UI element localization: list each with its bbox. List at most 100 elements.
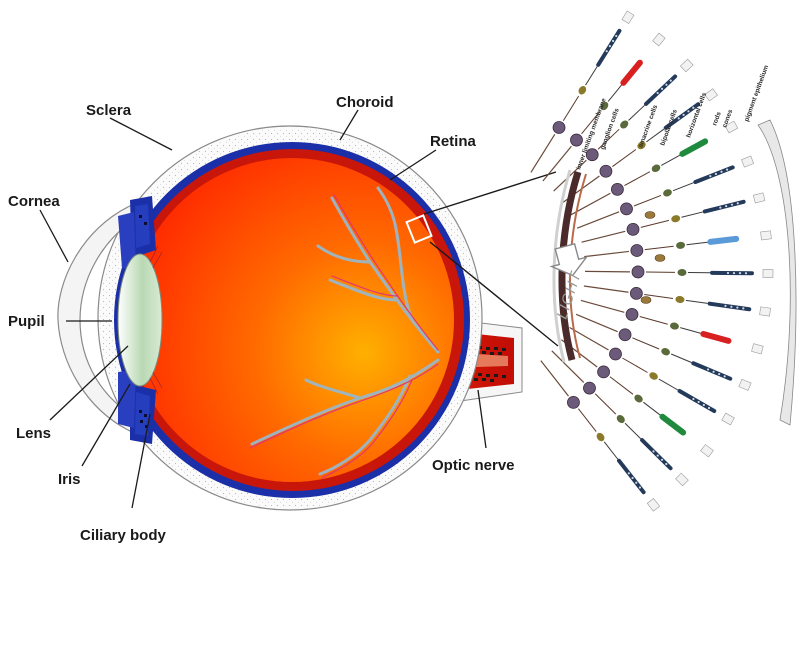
bipolar-cell	[661, 348, 670, 356]
bipolar-cell	[578, 85, 587, 95]
synapse-line	[612, 149, 637, 167]
rod-disc	[707, 406, 711, 410]
rod-disc	[656, 91, 659, 95]
synapse-line	[577, 408, 597, 432]
synapse-line	[644, 293, 674, 300]
retina-detail-marker	[405, 214, 433, 244]
nerve-fiber	[581, 230, 626, 243]
amacrine-cell	[640, 296, 652, 304]
rod-disc	[660, 458, 664, 461]
nerve-fiber	[575, 313, 618, 333]
rod-disc	[702, 403, 705, 407]
receptor-axon	[646, 128, 665, 143]
retina-detail: LIGHT inner limiting membrane ganglion c…	[530, 10, 797, 512]
receptor-axon	[670, 353, 692, 363]
bipolar-cell	[596, 432, 605, 442]
layer-label-amacrine-cells: amacrine cells	[637, 104, 659, 149]
receptor-axon	[680, 327, 702, 334]
synapse-line	[609, 376, 634, 395]
ganglion-cell	[618, 328, 632, 342]
pigment-epithelium-cell	[721, 412, 735, 426]
ganglion-cell	[570, 133, 583, 147]
pigment-epithelium-cell	[752, 192, 766, 204]
nerve-fiber	[583, 285, 629, 293]
pigment-epithelium-cell	[652, 32, 666, 47]
nerve-fiber	[551, 350, 585, 383]
rod-disc	[712, 370, 715, 373]
layer-label-rods: rods	[711, 111, 723, 127]
receptor-axon	[681, 211, 703, 218]
ganglion-cell	[567, 395, 580, 409]
rod-disc	[677, 117, 680, 120]
layer-label-horizontal-cells: horizontal cells	[685, 91, 708, 138]
rod-disc	[730, 203, 734, 206]
ganglion-cell	[620, 202, 633, 216]
rod-disc	[742, 307, 745, 310]
rod-disc	[720, 170, 723, 173]
light-label: LIGHT	[554, 268, 586, 321]
nerve-fiber	[576, 211, 620, 229]
rod-disc	[719, 206, 722, 209]
ganglion-cell	[631, 265, 645, 279]
vitreous-body	[130, 158, 454, 482]
bipolar-cell	[620, 120, 629, 129]
rod-disc	[608, 45, 611, 48]
synapse-line	[640, 219, 670, 228]
receptor-axon	[628, 104, 645, 121]
nerve-fiber	[542, 145, 572, 182]
pigment-epithelium-cell	[679, 58, 694, 73]
label-sclera: Sclera	[86, 102, 132, 119]
rod-disc	[652, 450, 655, 453]
ganglion-cell	[609, 347, 622, 361]
pigment-epithelium-cell	[759, 306, 771, 317]
ganglion-cell	[597, 365, 610, 379]
synapse-line	[639, 316, 668, 325]
nerve-fiber	[580, 299, 625, 313]
pigment-epithelium-cell	[760, 230, 772, 241]
synapse-line	[562, 95, 580, 122]
eyeball	[57, 125, 523, 511]
ganglion-cell	[611, 183, 624, 196]
receptor-axon	[624, 422, 642, 440]
receptor-axon	[603, 441, 619, 460]
receptor-axon	[585, 66, 598, 86]
leader-lines	[39, 109, 487, 509]
rod-disc	[718, 372, 721, 376]
synapse-line	[633, 194, 662, 207]
ganglion-cell	[583, 381, 596, 395]
cone-cell	[707, 235, 740, 245]
rod-disc	[709, 175, 712, 178]
receptor-axon	[672, 182, 694, 192]
ciliary-body-shape	[130, 196, 156, 444]
ganglion-cell	[585, 148, 599, 162]
label-retina: Retina	[430, 133, 477, 150]
ganglion-cell	[552, 121, 566, 134]
rod-disc	[706, 368, 710, 371]
rod-disc	[635, 481, 638, 484]
rod-disc	[660, 87, 664, 90]
rod-disc	[627, 472, 630, 475]
ganglion-cell	[599, 164, 613, 178]
synapse-line	[632, 337, 660, 350]
nerve-fiber	[540, 360, 569, 397]
bipolar-cell	[634, 394, 643, 403]
bipolar-cell	[670, 322, 679, 330]
label-optic-nerve: Optic nerve	[432, 457, 515, 474]
bipolar-cell	[651, 164, 661, 173]
cone-cell	[679, 138, 709, 157]
pigment-epithelium-cell	[724, 120, 739, 134]
rod-disc	[730, 305, 733, 308]
nerve-fiber	[569, 326, 609, 351]
rod-disc	[665, 83, 668, 86]
zoom-lines	[423, 171, 559, 347]
rod-disc	[687, 110, 690, 113]
iris-shape	[118, 212, 136, 428]
bipolar-cell	[663, 189, 672, 197]
rod-disc	[726, 271, 730, 275]
synapse-line	[624, 171, 651, 187]
rod-disc	[638, 486, 642, 489]
layer-label-bipolar-cells: bipolar cells	[659, 108, 679, 146]
lens-shape	[117, 253, 163, 387]
pigment-epithelium-cell	[646, 498, 661, 512]
